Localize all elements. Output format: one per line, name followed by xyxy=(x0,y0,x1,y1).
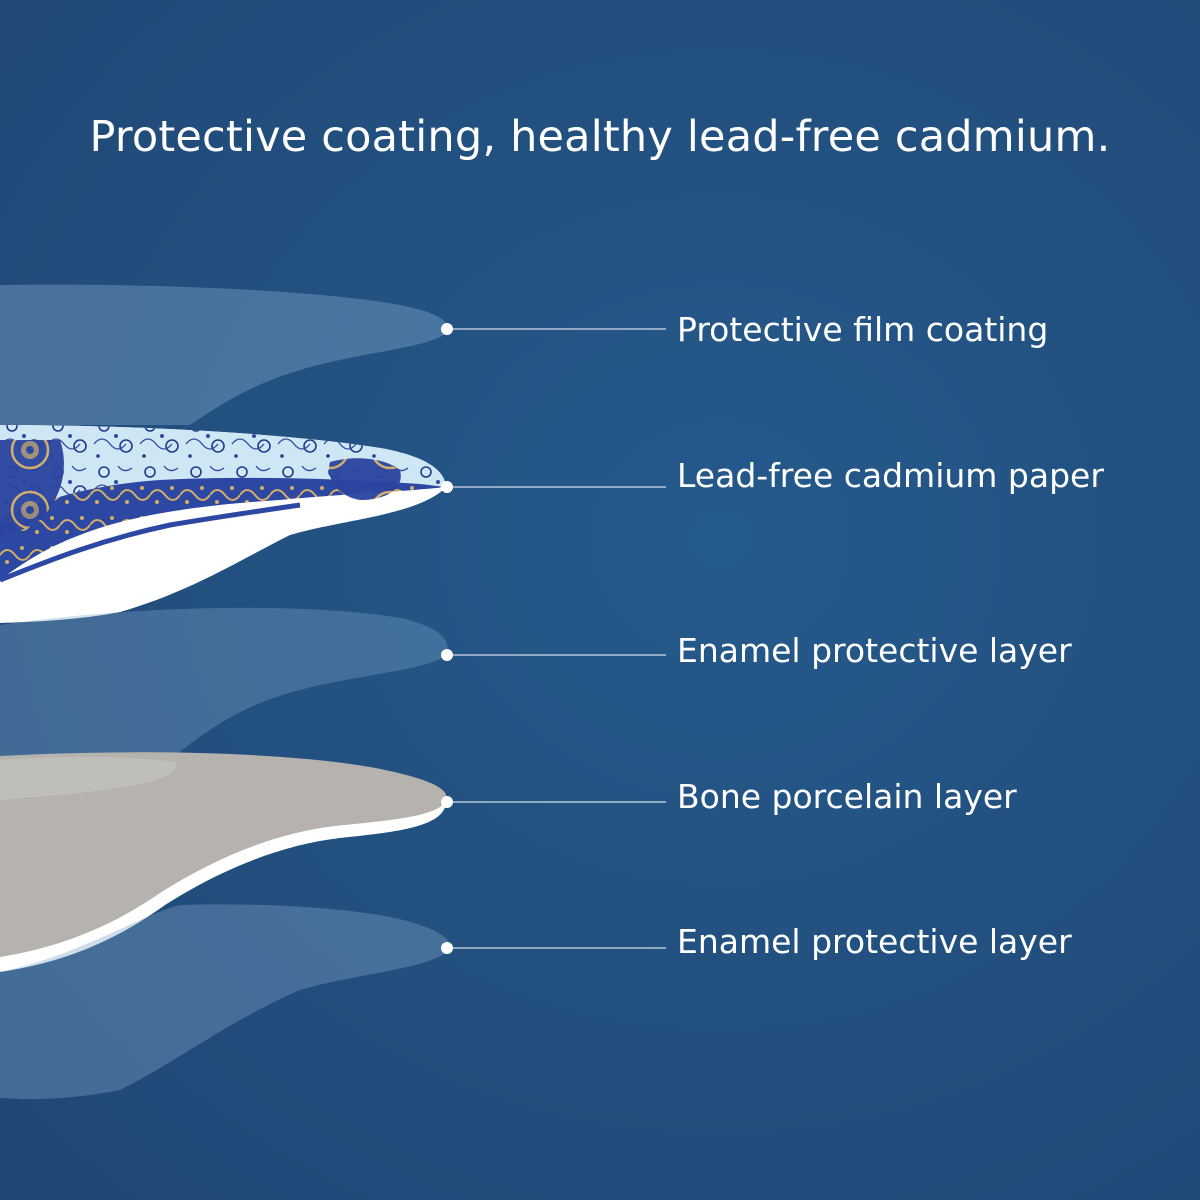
leader-line-5 xyxy=(441,942,666,954)
leader-line-3 xyxy=(441,649,666,661)
diagram-headline: Protective coating, healthy lead-free ca… xyxy=(89,112,1111,162)
leader-dot-5 xyxy=(441,942,453,954)
label-bone-porcelain-layer: Bone porcelain layer xyxy=(677,777,1017,816)
label-lead-free-cadmium-paper: Lead-free cadmium paper xyxy=(677,456,1104,495)
leader-line-1 xyxy=(441,323,666,335)
leader-dot-1 xyxy=(441,323,453,335)
leader-line-4 xyxy=(441,796,666,808)
cadmium-paper-layer-shape xyxy=(0,425,446,623)
label-protective-film-coating: Protective film coating xyxy=(677,310,1049,349)
enamel-upper-layer-shape xyxy=(0,607,448,760)
leader-line-2 xyxy=(441,481,666,493)
bone-porcelain-layer-shape xyxy=(0,752,447,972)
leader-dot-3 xyxy=(441,649,453,661)
leader-dot-2 xyxy=(441,481,453,493)
label-enamel-protective-layer-upper: Enamel protective layer xyxy=(677,631,1072,670)
enamel-lower-layer-shape xyxy=(0,904,451,1100)
label-enamel-protective-layer-lower: Enamel protective layer xyxy=(677,922,1072,961)
leader-dot-4 xyxy=(441,796,453,808)
protective-film-layer-shape xyxy=(0,284,448,425)
